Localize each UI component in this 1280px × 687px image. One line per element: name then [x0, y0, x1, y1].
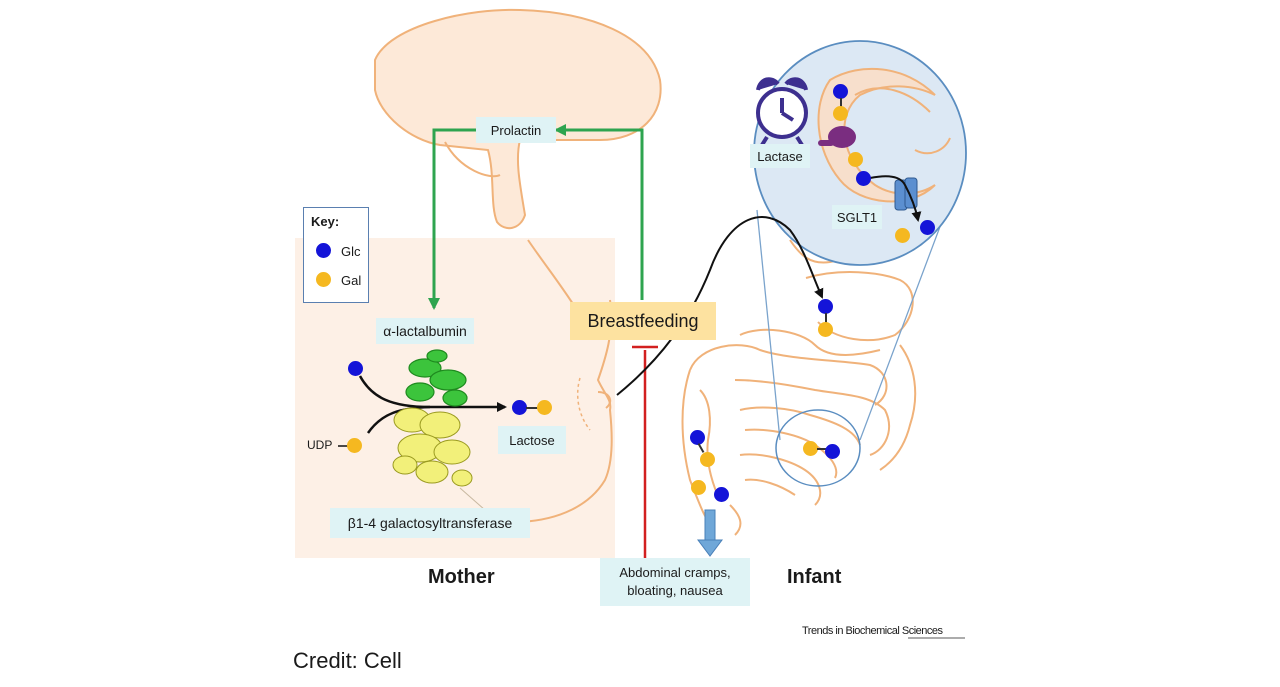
mother-title: Mother — [428, 566, 495, 588]
key-glc-label: Glc — [341, 244, 361, 259]
stomach-lactose-bond — [825, 313, 827, 323]
prolactin-feedback-loop — [428, 124, 644, 310]
sglt1-label: SGLT1 — [832, 205, 882, 229]
key-glc-dot — [316, 243, 331, 258]
colon-free-glc — [714, 487, 729, 502]
protein-structure-icon — [392, 349, 473, 487]
stomach-lactose-gal — [818, 322, 833, 337]
colon-free-gal — [691, 480, 706, 495]
colon-lactose-gal — [700, 452, 715, 467]
glucose-dot — [348, 361, 363, 376]
small-intestine-lactose-gal — [803, 441, 818, 456]
glycosidic-bond — [526, 407, 538, 409]
excretion-arrow — [697, 509, 723, 557]
udp-label: UDP — [307, 438, 333, 452]
galactosyltransferase-pointer — [459, 487, 486, 511]
absorbed-gal — [895, 228, 910, 243]
absorbed-glc — [920, 220, 935, 235]
image-credit: Credit: Cell — [293, 648, 402, 673]
key-gal-label: Gal — [341, 273, 362, 288]
prolactin-label: Prolactin — [476, 117, 556, 143]
key-legend: Key: Glc Gal — [303, 207, 369, 303]
symptoms-line-2: bloating, nausea — [627, 583, 723, 598]
journal-credit: Trends in Biochemical Sciences — [802, 625, 943, 637]
villus-lactose-glc — [833, 84, 848, 99]
lactase-enzyme-icon — [818, 126, 856, 148]
alarm-clock-icon — [756, 77, 808, 147]
villus-lactose-bond — [840, 98, 842, 108]
symptoms-line-1: Abdominal cramps, — [619, 565, 731, 580]
symptoms-label: Abdominal cramps, bloating, nausea — [600, 558, 750, 606]
villus-lactose-gal — [833, 106, 848, 121]
villus-cleaved-gal — [848, 152, 863, 167]
lactase-label: Lactase — [750, 144, 810, 168]
transporter-icon — [894, 177, 918, 211]
udp-galactose-input-arrow — [366, 405, 431, 434]
villus-cleaved-glc — [856, 171, 871, 186]
lactose-galactose-dot — [537, 400, 552, 415]
lactose-label: Lactose — [498, 426, 566, 454]
stomach-lactose-glc — [818, 299, 833, 314]
galactose-dot — [347, 438, 362, 453]
alpha-lactalbumin-label: α-lactalbumin — [376, 318, 474, 344]
glucose-transport-arrow — [869, 175, 922, 222]
breastfeeding-label: Breastfeeding — [570, 302, 716, 340]
key-gal-dot — [316, 272, 331, 287]
small-intestine-lactose-glc — [825, 444, 840, 459]
infant-title: Infant — [787, 566, 842, 588]
galactosyltransferase-label: β1-4 galactosyltransferase — [330, 508, 530, 538]
small-intestine-lactose-bond — [817, 448, 827, 450]
key-title: Key: — [311, 214, 340, 229]
milk-transfer-arrow — [616, 216, 824, 396]
lactose-glucose-dot — [512, 400, 527, 415]
inhibition-line — [632, 345, 658, 560]
colon-lactose-glc — [690, 430, 705, 445]
zoom-connector-lines — [756, 199, 951, 441]
zoom-source-circle — [775, 409, 861, 487]
